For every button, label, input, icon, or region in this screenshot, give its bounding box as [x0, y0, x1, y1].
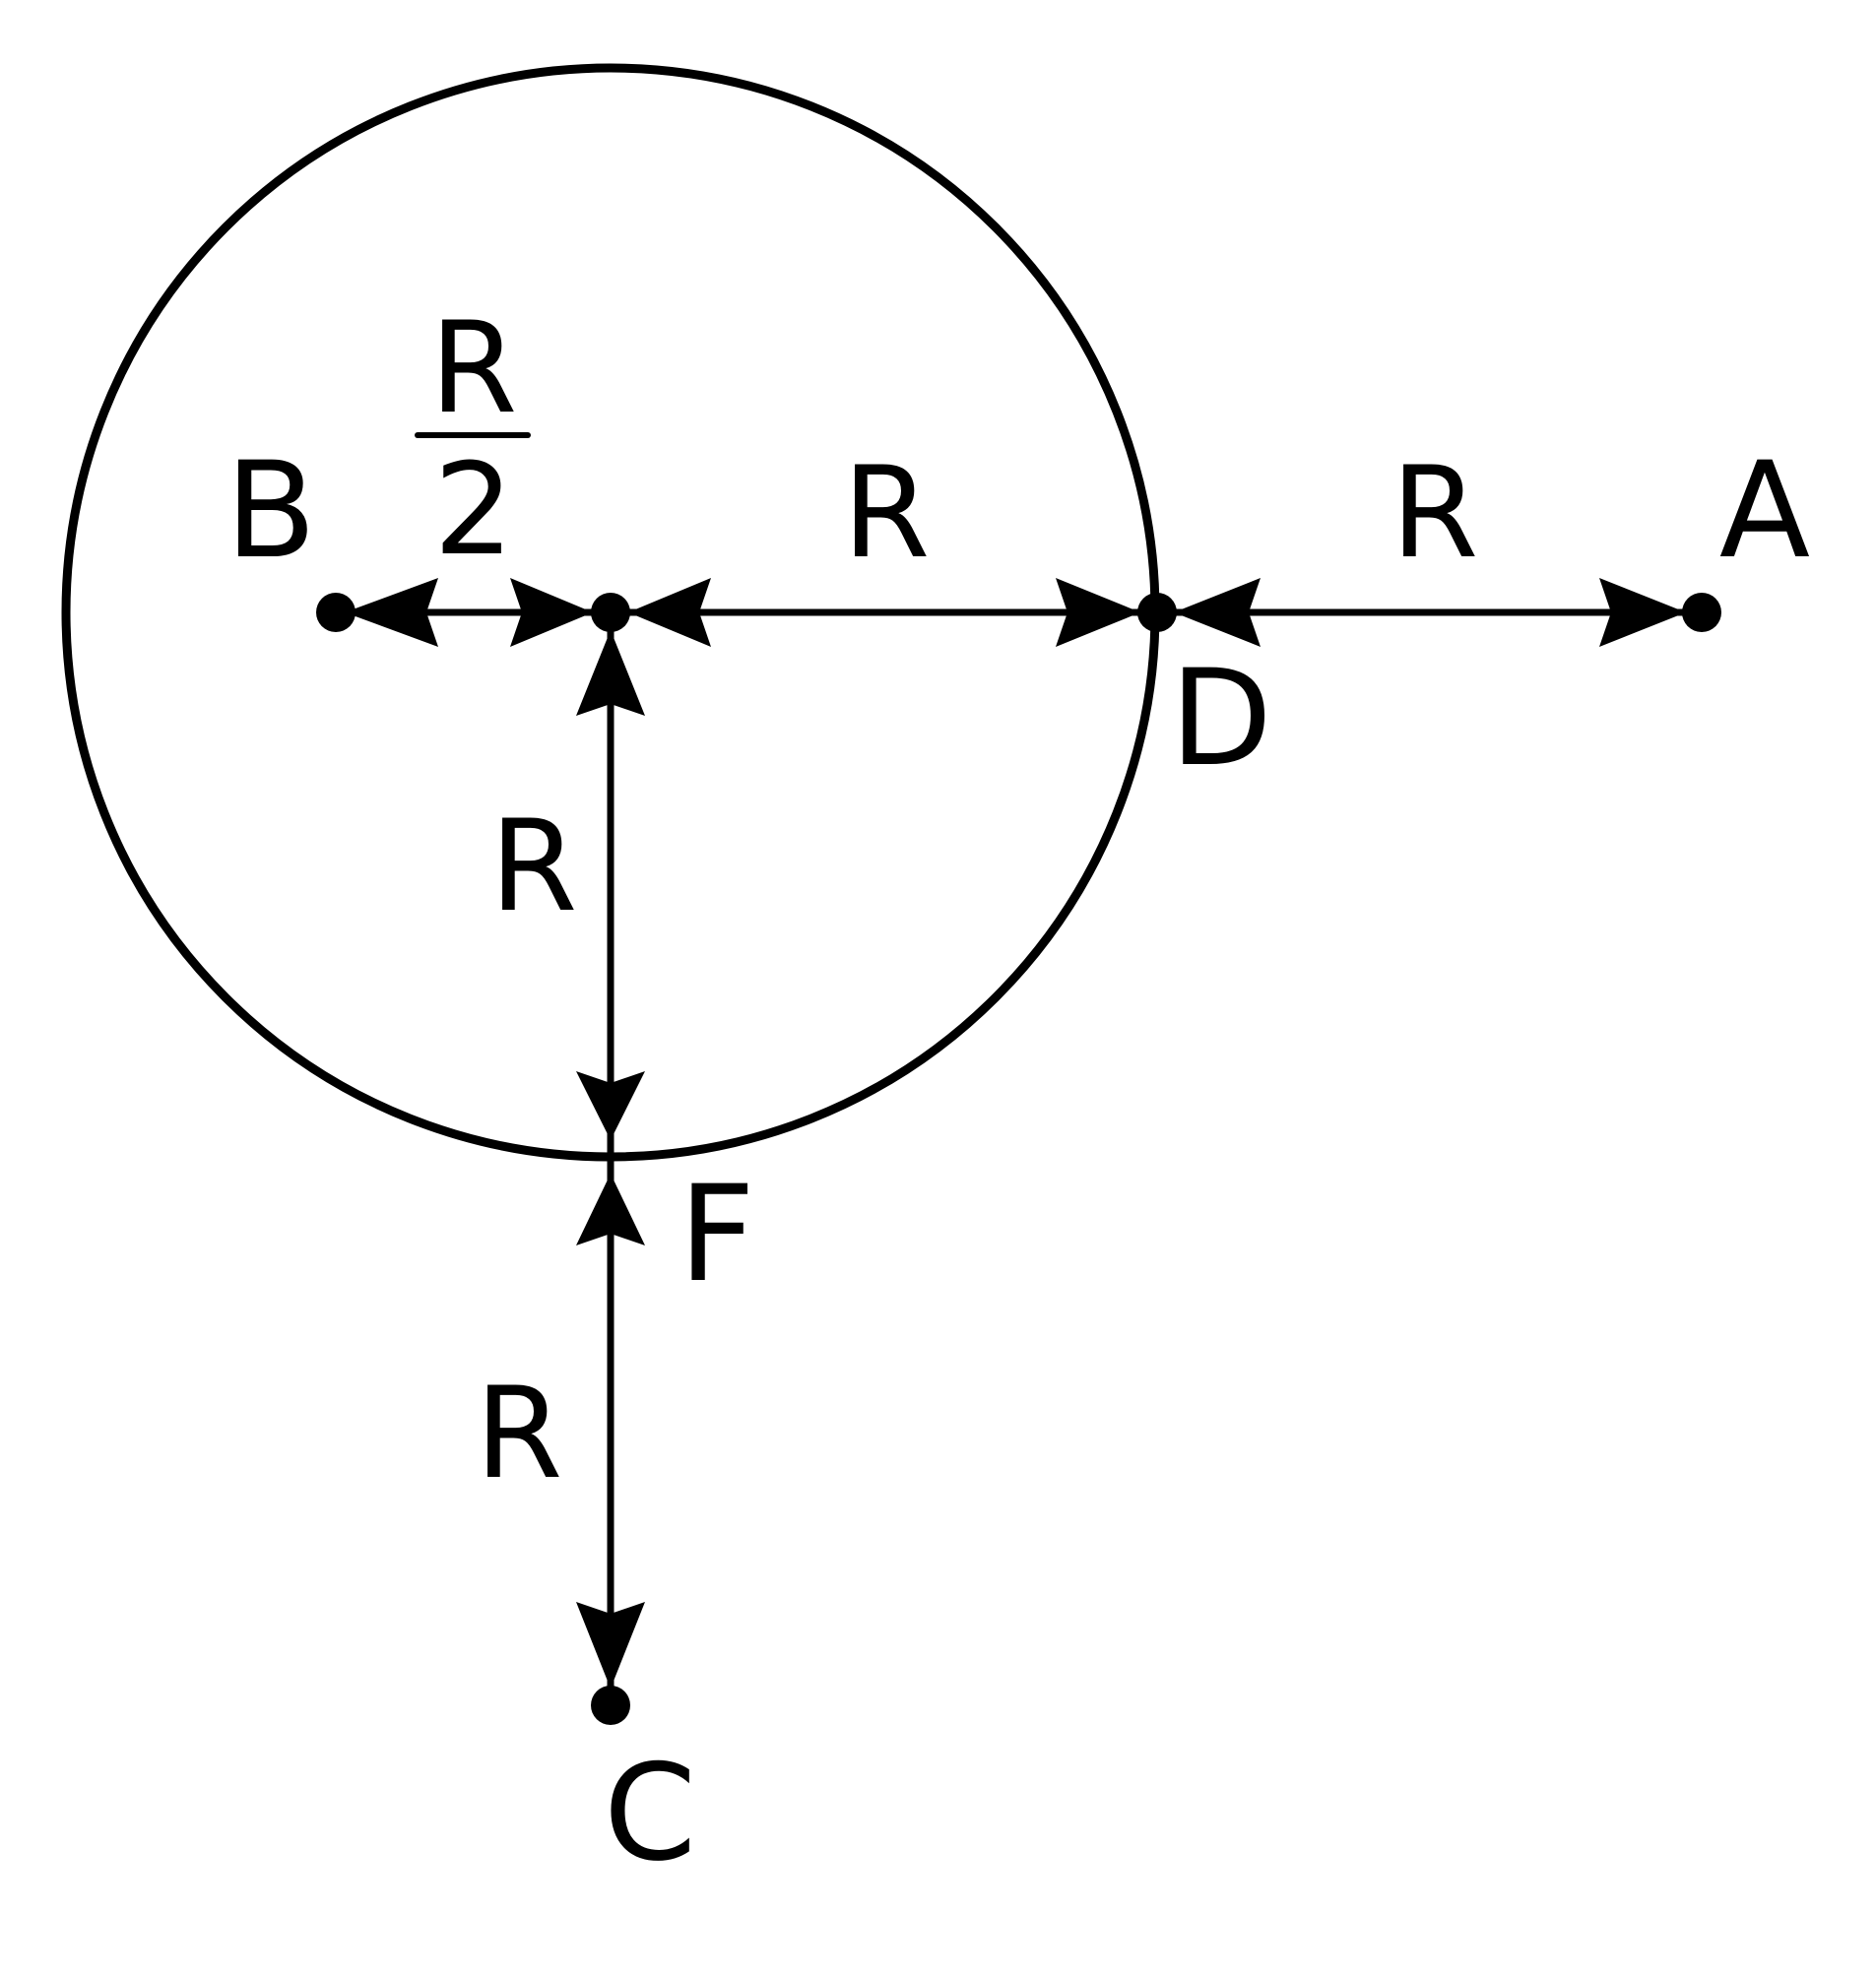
dimension-label-d-a: R [1391, 440, 1479, 587]
arrowhead-d-to-a-left [1174, 578, 1261, 647]
arrowhead-center-from-b [510, 578, 593, 647]
label-b: B [226, 433, 317, 588]
dimension-label-center-d: R [843, 440, 931, 587]
dimension-label-b-center-denominator: 2 [433, 437, 513, 584]
arrowhead-b-left [345, 578, 438, 647]
point-b [316, 593, 356, 632]
arrowhead-d-from-center [1056, 578, 1140, 647]
point-c [591, 1686, 630, 1725]
arrowhead-center-down-up [576, 630, 645, 716]
label-a: A [1719, 433, 1810, 588]
arrowhead-f-from-center [576, 1071, 645, 1140]
label-d: D [1170, 641, 1272, 796]
point-a [1682, 593, 1721, 632]
label-f: F [679, 1157, 755, 1311]
dimension-label-b-center-numerator: R [430, 295, 518, 442]
arrowhead-f-to-c-up [576, 1174, 645, 1245]
label-c: C [604, 1736, 696, 1890]
arrowhead-a-right [1599, 578, 1686, 647]
arrowhead-c-down [576, 1602, 645, 1689]
dimension-label-center-f: R [490, 794, 578, 940]
dimension-label-f-c: R [476, 1361, 563, 1507]
arrowhead-center-to-d-left [628, 578, 711, 647]
point-center [591, 593, 630, 632]
point-d [1137, 593, 1177, 632]
